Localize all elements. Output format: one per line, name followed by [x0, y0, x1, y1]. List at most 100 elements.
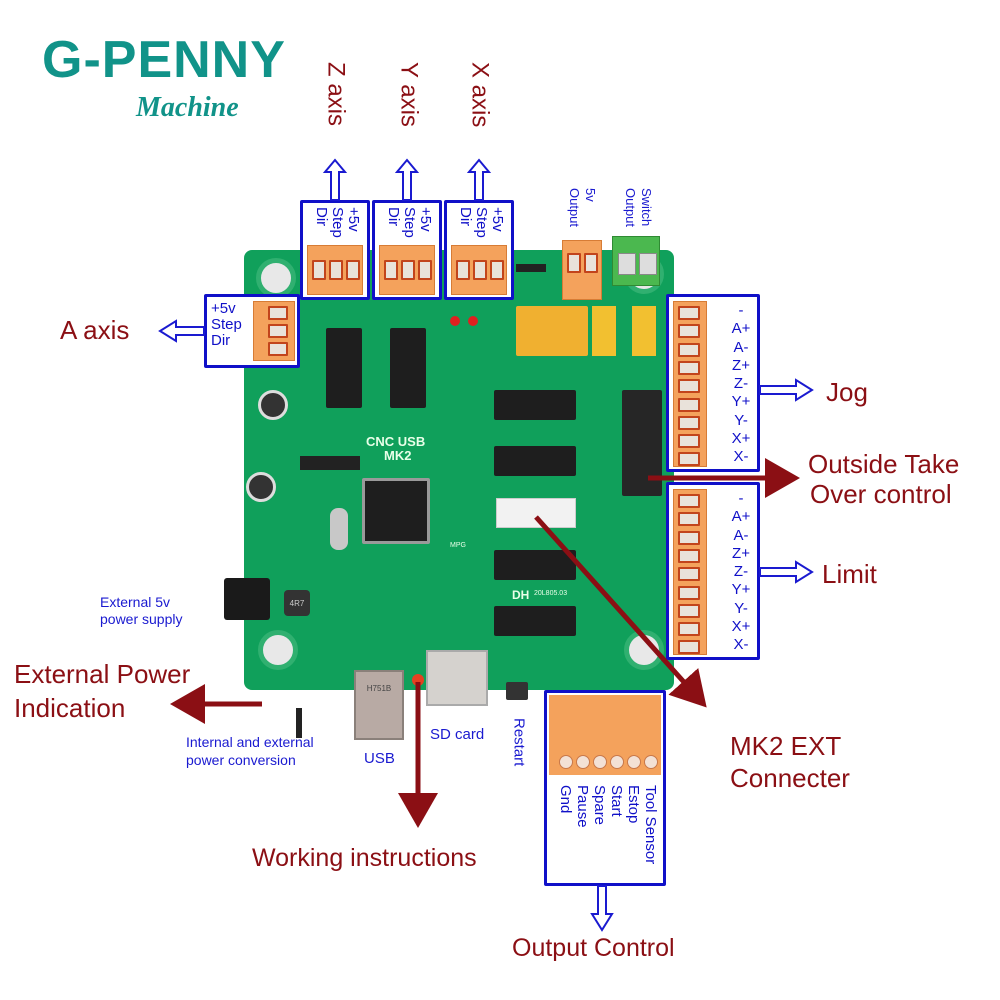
x-axis-arrow-icon: [466, 158, 492, 201]
output-pin-spare: Spare: [590, 785, 608, 826]
jog-pin: -: [738, 302, 744, 319]
limit-pin: -: [738, 490, 744, 507]
restart-label: Restart: [510, 718, 528, 767]
limit-label: Limit: [822, 559, 877, 589]
x-terminal-block: [451, 245, 507, 295]
x-axis-connector-box: +5v Step Dir: [444, 200, 514, 300]
status-led: [412, 674, 424, 686]
brand-logo: G-PENNY: [42, 31, 286, 89]
output-pin-start: Start: [607, 785, 625, 817]
y-terminal-block: [379, 245, 435, 295]
mk2-ext-arrow-icon: [534, 515, 707, 708]
jog-pin-list: -A+A-Z+Z-Y+Y-X+X-: [725, 302, 757, 468]
limit-terminal-slot: [678, 548, 700, 563]
limit-terminal-slot: [678, 640, 700, 655]
jog-terminal-slot: [678, 379, 700, 394]
switch-output-label-1: Switch: [638, 188, 654, 227]
five-v-output-label-2: Output: [566, 188, 582, 228]
limit-terminal-slot: [678, 585, 700, 600]
a-pin-dir: Dir: [211, 332, 231, 349]
a-axis-arrow-icon: [158, 319, 205, 343]
pin-header: [300, 456, 360, 470]
z-terminal-block: [307, 245, 363, 295]
sd-card-slot[interactable]: [426, 650, 488, 706]
limit-pin: Y+: [731, 581, 751, 599]
crystal: [330, 508, 348, 550]
jog-terminal-slot: [678, 434, 700, 449]
power-switch[interactable]: [296, 708, 302, 738]
limit-pin: Y-: [734, 599, 748, 617]
five-v-output-terminal: [562, 240, 602, 300]
capacitor-yellow: [592, 306, 616, 356]
y-axis-arrow-icon: [394, 158, 420, 201]
ic-chip: [494, 446, 576, 476]
limit-terminal-slot: [678, 494, 700, 508]
jog-pin: A+: [731, 320, 751, 338]
jog-pin: Y+: [731, 393, 751, 411]
jog-terminal-slot: [678, 452, 700, 467]
y-axis-label: Y axis: [395, 62, 423, 127]
jog-arrow-icon: [759, 378, 814, 402]
limit-pin: Z+: [732, 544, 750, 562]
relay: [516, 306, 588, 356]
a-axis-label: A axis: [60, 315, 130, 345]
inductor: 4R7: [284, 590, 310, 616]
microcontroller-chip: [362, 478, 430, 544]
jog-terminal-block: [673, 301, 707, 467]
external-5v-label-line1: External 5v: [100, 594, 171, 610]
led: [450, 316, 460, 326]
limit-terminal-block: [673, 489, 707, 655]
output-pin-gnd: Gnd: [556, 785, 574, 814]
x-pin-dir: Dir: [457, 207, 474, 227]
takeover-label-line2: Over control: [810, 479, 952, 509]
ic-chip: [326, 328, 362, 408]
silk-date-code: 20L805.03: [534, 590, 568, 597]
jog-label: Jog: [826, 377, 868, 407]
led: [468, 316, 478, 326]
jog-terminal-slot: [678, 397, 700, 412]
brand-tagline: Machine: [136, 92, 239, 123]
dc-power-jack: [224, 578, 270, 620]
z-pin-step: Step: [329, 207, 346, 238]
y-pin-step: Step: [401, 207, 418, 238]
jog-terminal-slot: [678, 342, 700, 357]
limit-pin: Z-: [733, 563, 749, 581]
jog-terminal-slot: [678, 306, 700, 320]
ic-chip: [494, 606, 576, 636]
limit-connector-box: -A+A-Z+Z-Y+Y-X+X-: [666, 482, 760, 660]
silk-mpg: MPG: [450, 542, 466, 549]
z-axis-arrow-icon: [322, 158, 348, 201]
a-terminal-block: [253, 301, 295, 361]
jog-connector-box: -A+A-Z+Z-Y+Y-X+X-: [666, 294, 760, 472]
external-power-indication-line2: Indication: [14, 693, 126, 723]
ic-chip: [494, 390, 576, 420]
usb-port[interactable]: H751B: [354, 670, 404, 740]
output-control-box: Gnd Pause Spare Start Estop Tool Sensor: [544, 690, 666, 886]
ic-chip: [390, 328, 426, 408]
limit-terminal-slot: [678, 622, 700, 637]
y-pin-dir: Dir: [385, 207, 402, 227]
output-pin-tool-sensor: Tool Sensor: [641, 785, 659, 865]
silk-board-name: CNC USB: [366, 434, 426, 449]
y-pin-5v: +5v: [417, 207, 434, 232]
electrolytic-capacitor: [246, 472, 276, 502]
restart-button[interactable]: [506, 682, 528, 700]
jog-pin: Y-: [734, 411, 748, 429]
limit-pin: X-: [733, 636, 749, 654]
output-pin-estop: Estop: [624, 785, 642, 824]
jog-pin: X-: [733, 448, 749, 466]
a-pin-step: Step: [211, 316, 242, 333]
z-axis-connector-box: +5v Step Dir: [300, 200, 370, 300]
external-5v-label-line2: power supply: [100, 611, 183, 627]
z-axis-label: Z axis: [322, 62, 350, 127]
a-axis-connector-box: +5v Step Dir: [204, 294, 300, 368]
a-pin-5v: +5v: [211, 300, 236, 317]
x-axis-label: X axis: [466, 62, 494, 128]
jog-pin: X+: [731, 430, 751, 448]
jog-terminal-slot: [678, 324, 700, 339]
silk-board-model: MK2: [384, 448, 412, 463]
output-pin-pause: Pause: [573, 785, 591, 828]
jog-terminal-slot: [678, 360, 700, 375]
pin-header: [516, 264, 546, 272]
